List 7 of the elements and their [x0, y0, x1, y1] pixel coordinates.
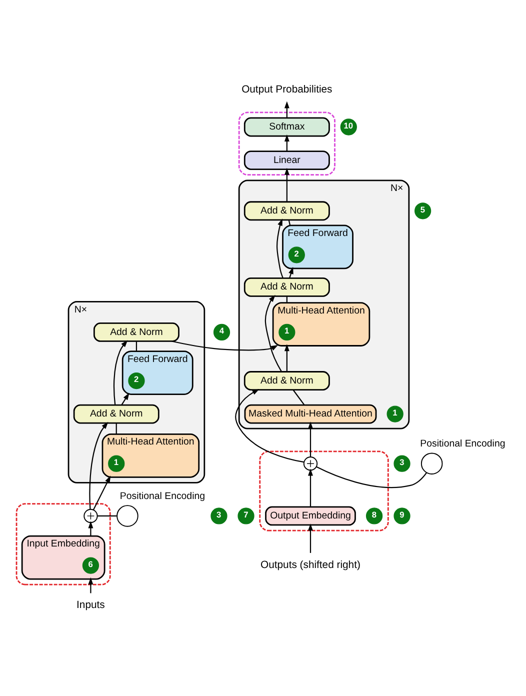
node-label: Positional Encoding: [420, 438, 506, 450]
node-text: Outputs (shifted right): [260, 560, 360, 571]
node-label: N×: [390, 182, 404, 194]
node-label: Positional Encoding: [120, 490, 206, 502]
node-label: N×: [74, 304, 87, 316]
node-text: Inputs: [76, 600, 105, 612]
node-text: Output Probabilities: [242, 84, 332, 96]
